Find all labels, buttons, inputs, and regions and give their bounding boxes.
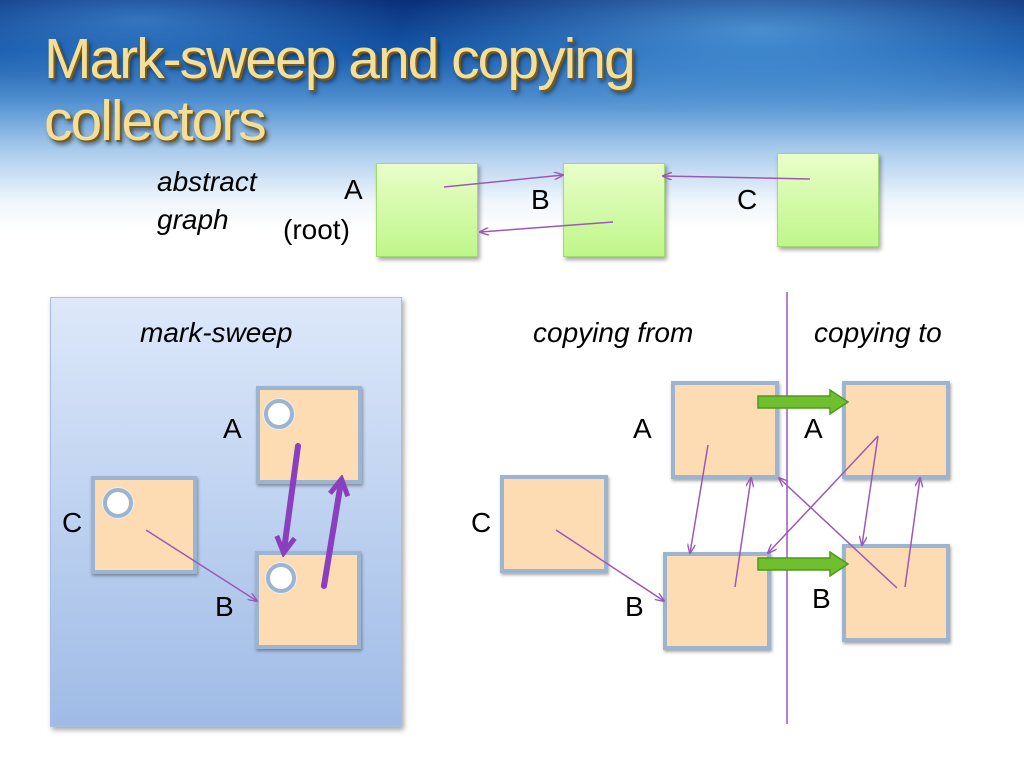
from-label-a: A <box>633 413 652 444</box>
to-label-a: A <box>804 413 823 444</box>
ms-label-b: B <box>215 591 234 622</box>
abstract-node-a <box>376 163 478 257</box>
ms-label-c: C <box>62 507 83 538</box>
abstract-caption-line1: abstract <box>157 166 257 197</box>
abstract-node-c <box>777 153 879 247</box>
ms-node-c <box>91 476 197 574</box>
slide-title: Mark-sweep and copying collectors <box>44 27 636 153</box>
from-node-c <box>500 475 608 573</box>
abstract-label-root: (root) <box>283 214 350 245</box>
from-node-b <box>663 552 771 650</box>
abstract-label-b: B <box>531 184 550 215</box>
ms-mark-b-icon <box>266 563 296 593</box>
ms-mark-c-icon <box>103 488 133 518</box>
abstract-label-c: C <box>737 184 758 215</box>
from-label-c: C <box>471 507 492 538</box>
copying-from-title: copying from <box>533 317 694 348</box>
mark-sweep-title: mark-sweep <box>140 317 293 348</box>
ms-node-a <box>256 386 362 484</box>
ms-mark-a-icon <box>264 399 294 429</box>
to-node-a <box>842 381 950 479</box>
copying-to-title: copying to <box>814 317 942 348</box>
forward-arrow-b <box>757 550 850 578</box>
abstract-node-b <box>563 163 665 257</box>
abstract-label-a: A <box>344 174 363 205</box>
to-node-b <box>842 544 950 642</box>
from-label-b: B <box>625 591 644 622</box>
from-node-a <box>671 381 779 479</box>
abstract-caption-line2: graph <box>157 204 229 235</box>
ms-label-a: A <box>223 413 242 444</box>
to-label-b: B <box>812 583 831 614</box>
